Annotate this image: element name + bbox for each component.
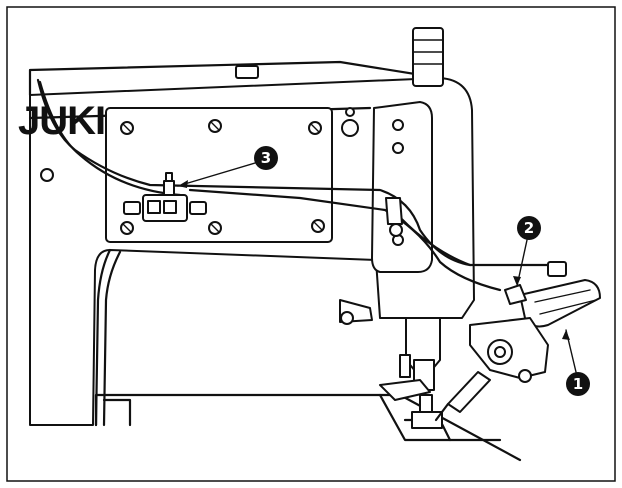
callout-3-number: 3: [261, 149, 271, 167]
needle-bar: [339, 299, 443, 429]
callout-3: 3: [177, 146, 278, 188]
air-nozzle-unit: [434, 261, 601, 422]
callout-1: 1: [562, 329, 590, 396]
callout-1-number: 1: [573, 375, 583, 393]
cover-plate: [105, 107, 333, 243]
thread-stand: [235, 27, 444, 87]
face-plate: [341, 101, 433, 273]
callout-2: 2: [513, 216, 541, 287]
hose-valve: [123, 172, 207, 222]
callout-2-number: 2: [524, 219, 534, 237]
air-hoses: [36, 78, 562, 292]
